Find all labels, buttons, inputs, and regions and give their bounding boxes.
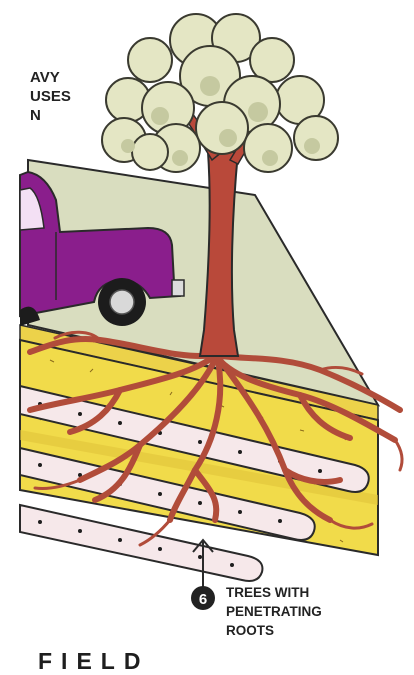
- marker-caption-line-3: ROOTS: [226, 621, 322, 640]
- marker-number: 6: [199, 591, 207, 608]
- marker-caption: TREES WITH PENETRATING ROOTS: [226, 583, 322, 640]
- truck-bumper: [172, 280, 184, 296]
- partial-caption-line-3: N: [30, 106, 71, 125]
- section-title: FIELD: [38, 648, 149, 675]
- tree-foliage: [102, 14, 338, 172]
- partial-caption: AVY USES N: [30, 68, 71, 125]
- truck-hubcap: [110, 290, 134, 314]
- marker-caption-line-1: TREES WITH: [226, 583, 322, 602]
- partial-caption-line-1: AVY: [30, 68, 71, 87]
- marker-caption-line-2: PENETRATING: [226, 602, 322, 621]
- partial-caption-line-2: USES: [30, 87, 71, 106]
